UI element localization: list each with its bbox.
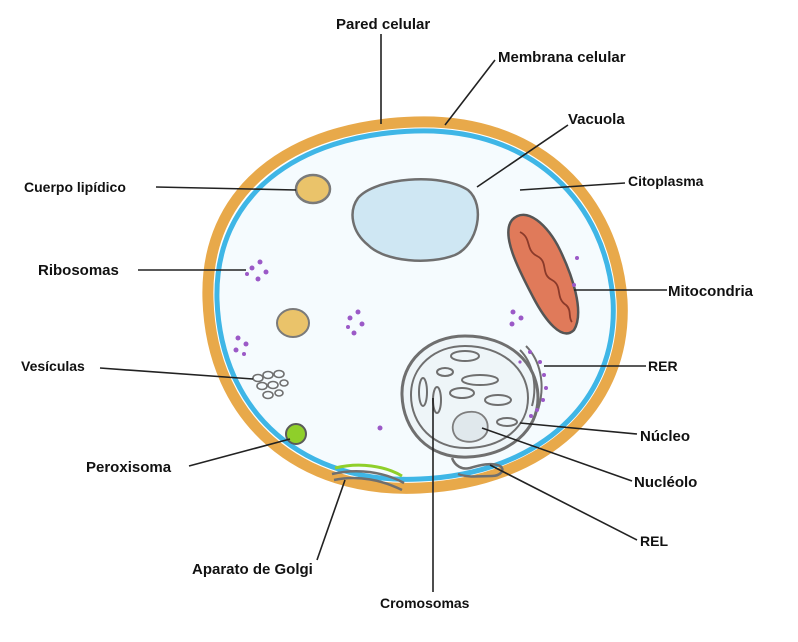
label-membrana-celular: Membrana celular xyxy=(498,49,626,66)
label-vacuola: Vacuola xyxy=(568,111,625,128)
leader-citoplasma xyxy=(519,182,626,191)
ribosomes xyxy=(233,256,579,431)
leader-membrana xyxy=(444,59,496,126)
mitochondrion xyxy=(507,213,580,335)
leader-rel xyxy=(489,464,638,541)
leader-nucleo xyxy=(519,422,638,435)
smooth-er xyxy=(450,457,504,478)
nucleolus xyxy=(451,410,489,443)
leader-vesiculas xyxy=(99,367,254,380)
label-pared-celular: Pared celular xyxy=(336,16,430,33)
label-nucleo: Núcleo xyxy=(640,428,690,445)
leader-peroxisoma xyxy=(188,438,291,467)
label-peroxisoma: Peroxisoma xyxy=(86,459,172,476)
leader-vacuola xyxy=(476,124,569,188)
label-cuerpo-lipidico: Cuerpo lipídico xyxy=(24,179,126,195)
label-rel: REL xyxy=(640,533,668,549)
label-aparato-golgi: Aparato de Golgi xyxy=(192,561,313,578)
leader-nucleolo xyxy=(481,427,633,482)
leader-cuerpo xyxy=(155,186,297,191)
lipid-body-2 xyxy=(276,308,310,338)
vacuole xyxy=(351,178,480,262)
label-mitocondria: Mitocondria xyxy=(668,283,754,300)
leader-golgi xyxy=(316,479,346,561)
leader-lines xyxy=(99,34,667,592)
label-cromosomas: Cromosomas xyxy=(380,595,470,611)
vesicles xyxy=(252,369,289,400)
golgi-apparatus xyxy=(331,463,405,492)
rough-er xyxy=(518,345,548,418)
cell-wall xyxy=(202,116,628,494)
label-ribosomas: Ribosomas xyxy=(38,262,119,279)
label-nucleolo: Nucléolo xyxy=(634,474,697,491)
label-vesiculas: Vesículas xyxy=(21,358,85,374)
nucleus xyxy=(400,334,540,459)
lipid-body xyxy=(294,173,332,205)
label-rer: RER xyxy=(648,358,678,374)
label-citoplasma: Citoplasma xyxy=(628,173,704,189)
peroxisome xyxy=(285,423,307,445)
